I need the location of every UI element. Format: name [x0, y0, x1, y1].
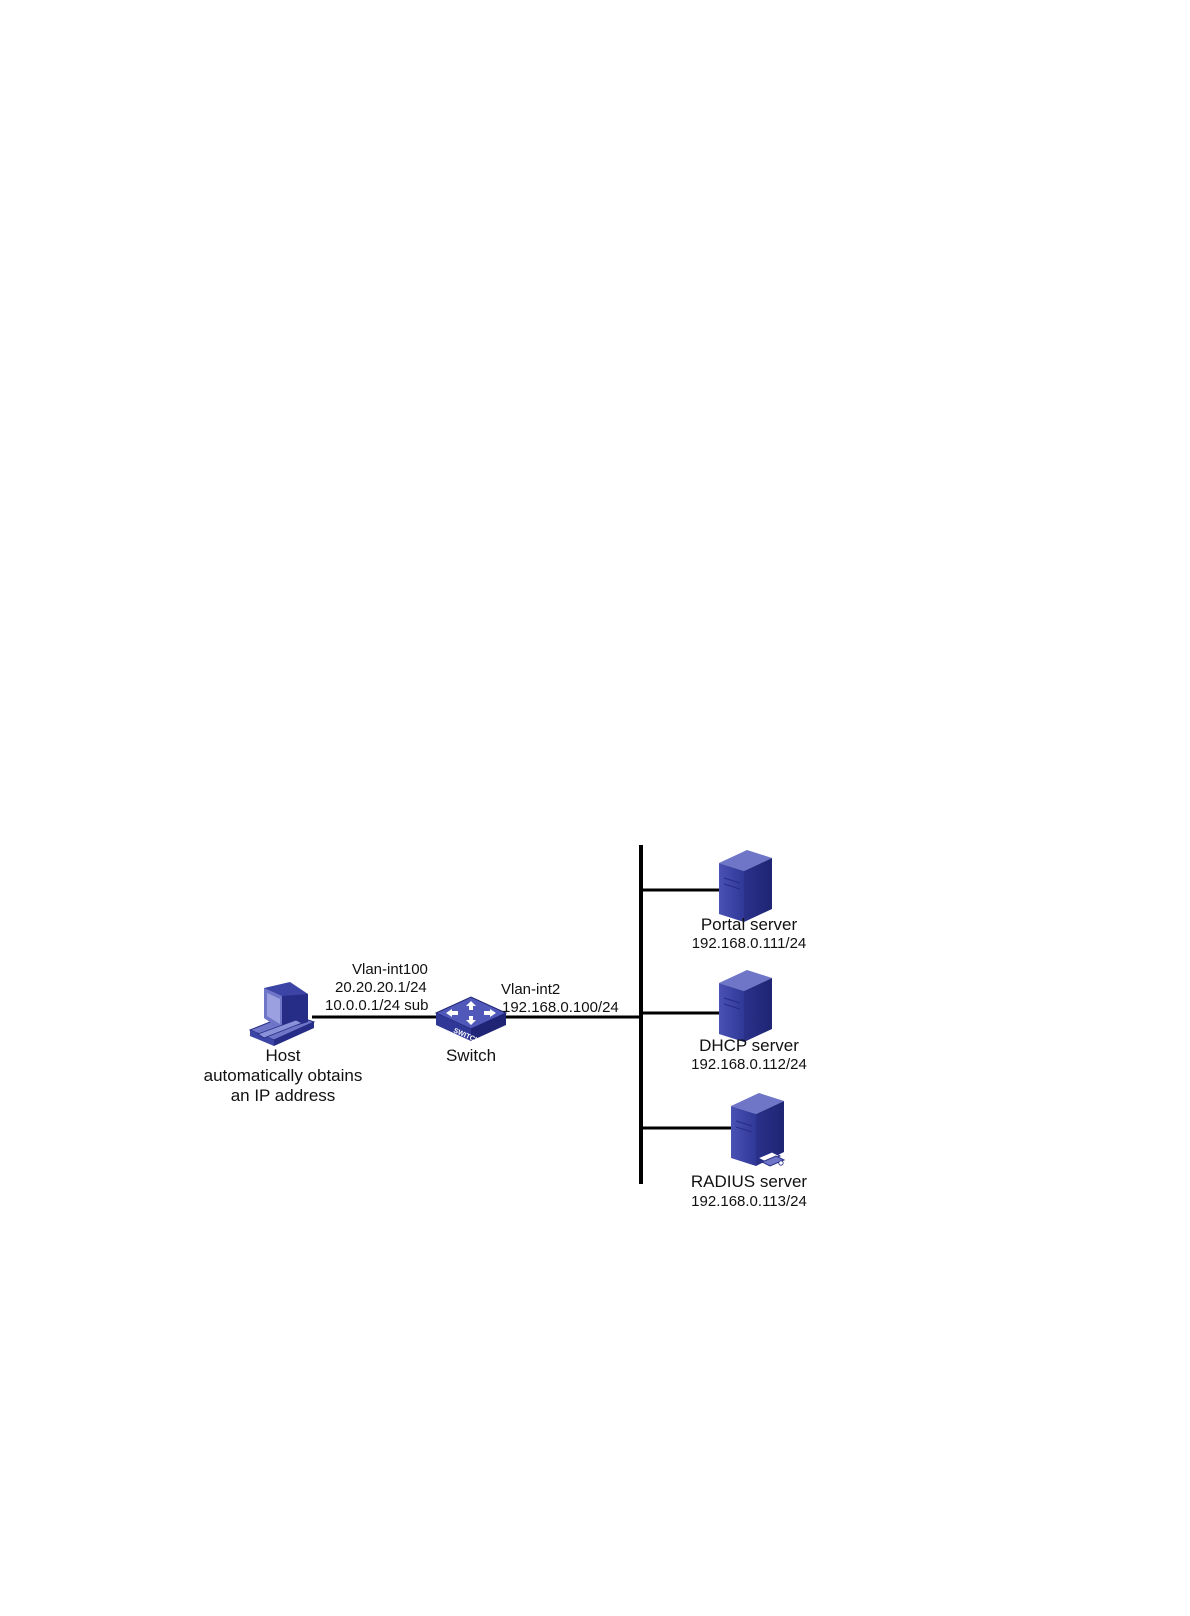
host-description-line: an IP address	[204, 1086, 363, 1106]
radius-server-name-label: RADIUS server	[691, 1173, 807, 1190]
switch-icon: SWITCH	[436, 997, 506, 1045]
uplink-ip-label: 192.168.0.100/24	[502, 1000, 619, 1015]
radius-server-ip-label: 192.168.0.113/24	[691, 1194, 807, 1209]
dhcp-server-icon	[719, 970, 772, 1042]
host-label: Host automatically obtains an IP address	[204, 1046, 363, 1106]
host-pc-icon	[250, 982, 314, 1046]
portal-server-ip-label: 192.168.0.111/24	[692, 936, 807, 951]
radius-server-icon	[731, 1093, 784, 1166]
dhcp-server-ip-label: 192.168.0.112/24	[691, 1057, 807, 1072]
portal-server-name-label: Portal server	[701, 916, 797, 933]
switch-name-label: Switch	[446, 1047, 496, 1064]
downlink-primary-ip-label: 20.20.20.1/24	[335, 980, 427, 995]
uplink-interface-label: Vlan-int2	[501, 982, 560, 997]
host-name-label: Host	[204, 1046, 363, 1066]
portal-server-icon	[719, 850, 772, 922]
host-description-line: automatically obtains	[204, 1066, 363, 1086]
dhcp-server-name-label: DHCP server	[699, 1037, 799, 1054]
downlink-sub-ip-label: 10.0.0.1/24 sub	[325, 998, 428, 1013]
downlink-interface-label: Vlan-int100	[352, 962, 428, 977]
